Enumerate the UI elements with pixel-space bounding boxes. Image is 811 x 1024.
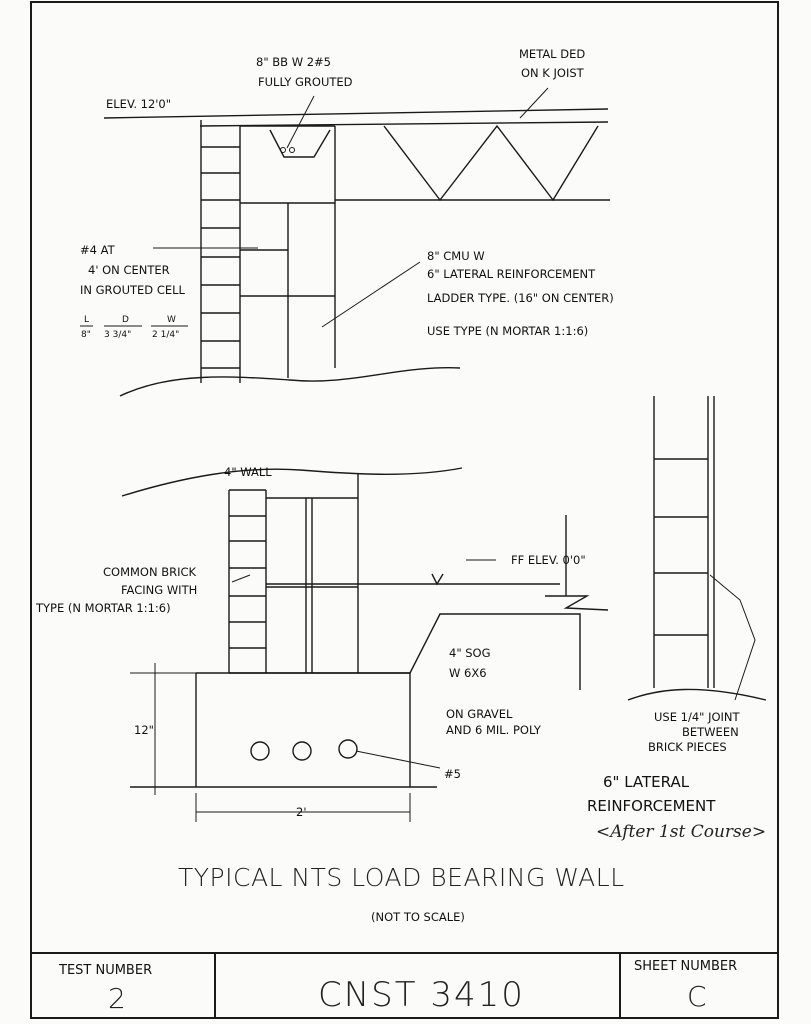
lower-detail: 4" WALL COMMON BRICK FACING WITH TYPE (N…: [35, 465, 609, 822]
slab-label-2: W 6X6: [449, 666, 487, 680]
rebar-label-2: 4' ON CENTER: [88, 263, 170, 277]
brick-dim-w-value: 2 1/4": [152, 330, 179, 340]
footing-bar-label: #5: [444, 767, 461, 781]
ff-elevation-label: FF ELEV. 0'0": [511, 553, 586, 567]
brick-dimensions: L 8" D 3 3/4" W 2 1/4": [80, 315, 188, 340]
cmu-label-2: 6" LATERAL REINFORCEMENT: [427, 267, 596, 281]
footing: [130, 663, 441, 822]
brick-label-3: TYPE (N MORTAR 1:1:6): [35, 601, 171, 615]
brick-dim-d-value: 3 3/4": [104, 330, 131, 340]
title-block: TEST NUMBER 2 CNST 3410 SHEET NUMBER C: [31, 952, 778, 1018]
break-line-lower: [121, 467, 463, 497]
k-joist-truss: [335, 124, 610, 202]
slab-label-1: 4" SOG: [449, 646, 491, 660]
brick-label-1: COMMON BRICK: [103, 565, 197, 579]
reinforcement-label-1: 6" LATERAL: [603, 773, 690, 791]
joint-leader: [709, 574, 756, 701]
test-number-value: 2: [108, 982, 126, 1015]
break-line-upper: [119, 367, 461, 397]
test-number-label: TEST NUMBER: [58, 963, 152, 978]
side-detail: USE 1/4" JOINT BETWEEN BRICK PIECES 6" L…: [587, 396, 767, 842]
brick-dim-l: L: [84, 315, 89, 325]
floor-slab: [266, 515, 609, 690]
bond-beam-label-1: 8" BB W 2#5: [256, 55, 331, 69]
mortar-label: USE TYPE (N MORTAR 1:1:6): [427, 324, 588, 338]
joint-label-2: BETWEEN: [682, 725, 739, 739]
brick-veneer-upper: [200, 120, 241, 383]
sheet-border: [30, 1, 779, 1019]
joint-label-3: BRICK PIECES: [648, 740, 727, 754]
cmu-leader: [321, 261, 421, 328]
gravel-label-2: AND 6 MIL. POLY: [446, 723, 542, 737]
break-line-side: [627, 688, 767, 701]
bond-beam: [269, 129, 331, 158]
drawing-subtitle: (NOT TO SCALE): [371, 910, 465, 924]
reinforcement-label-2: REINFORCEMENT: [587, 797, 716, 815]
brick-dim-d: D: [122, 315, 129, 325]
cmu-wall-upper: [240, 125, 336, 378]
sheet-number-value: C: [687, 980, 707, 1013]
handwritten-note: <After 1st Course>: [596, 822, 766, 842]
elevation-label: ELEV. 12'0": [106, 97, 171, 111]
brick-label-2: FACING WITH: [121, 583, 197, 597]
deck-label-2: ON K JOIST: [521, 66, 585, 80]
cmu-label-1: 8" CMU W: [427, 249, 485, 263]
bond-beam-label-2: FULLY GROUTED: [258, 75, 353, 89]
drawing-title: TYPICAL NTS LOAD BEARING WALL: [178, 863, 625, 892]
cmu-label-3: LADDER TYPE. (16" ON CENTER): [427, 291, 614, 305]
course-number: CNST 3410: [318, 975, 525, 1015]
rebar-label-3: IN GROUTED CELL: [80, 283, 186, 297]
roof-elevation-line: [103, 108, 609, 119]
upper-detail: 8" BB W 2#5 FULLY GROUTED METAL DED ON K…: [80, 47, 614, 397]
deck-leader: [519, 87, 549, 119]
rebar-label-1: #4 AT: [80, 243, 116, 257]
bond-beam-leader: [286, 95, 315, 149]
joint-label-1: USE 1/4" JOINT: [654, 710, 741, 724]
footing-height-label: 12": [134, 723, 154, 737]
brick-leader: [231, 574, 251, 583]
cmu-wall-lower: [266, 474, 359, 674]
sheet-number-label: SHEET NUMBER: [634, 959, 737, 974]
gravel-label-1: ON GRAVEL: [446, 707, 513, 721]
wall-label: 4" WALL: [224, 465, 272, 479]
brick-dim-l-value: 8": [81, 330, 91, 340]
deck-label-1: METAL DED: [519, 47, 585, 61]
footing-width-label: 2': [296, 805, 306, 819]
brick-dim-w: W: [167, 315, 176, 325]
